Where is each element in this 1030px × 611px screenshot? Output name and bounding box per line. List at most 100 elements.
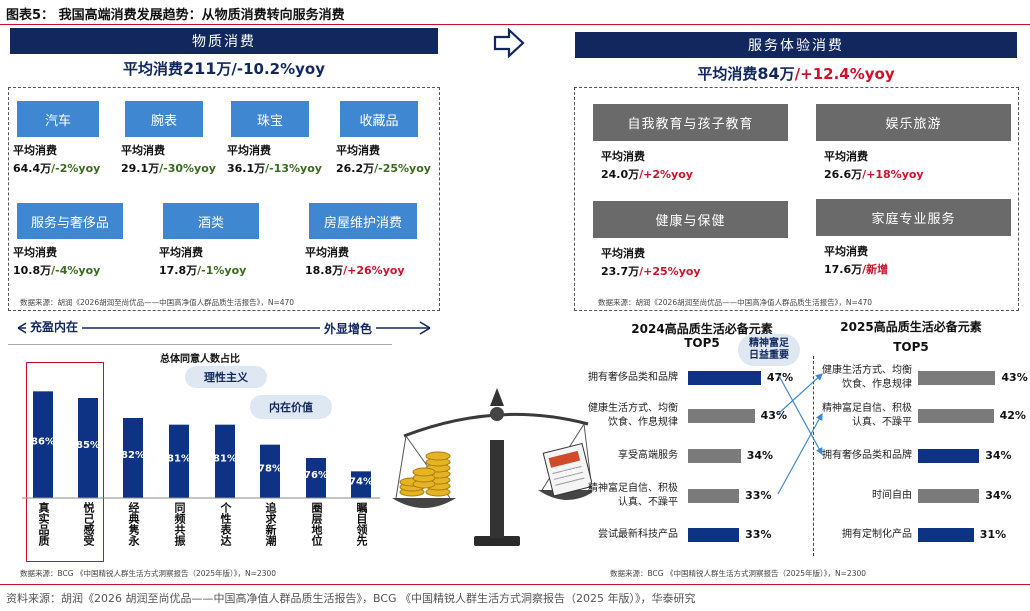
vbar (215, 424, 235, 498)
category-change: /-30%yoy (159, 162, 216, 175)
category-value-row: 26.2万/-25%yoy (336, 157, 431, 176)
vbar-source: 数据来源：BCG 《中国精锐人群生活方式洞察报告（2025年版）》，N=2300 (20, 569, 277, 578)
rational-bubble: 理性主义 (185, 366, 267, 388)
vbar-value-label: 85% (76, 440, 100, 451)
balance-scale-illustration (392, 388, 592, 546)
vbar-value-label: 78% (258, 463, 282, 474)
category-box: 酒类 (163, 203, 259, 239)
hbar-category-label: 尝试最新科技产品 (598, 529, 678, 540)
hbar-source: 数据来源：BCG 《中国精锐人群生活方式洞察报告（2025年版）》，N=2300 (610, 569, 867, 578)
vbar (169, 424, 189, 498)
vbar-category-label: 经典隽永 (127, 502, 140, 546)
page-title: 图表5： 我国高端消费发展趋势：从物质消费转向服务消费 (6, 8, 345, 23)
vbar-title: 总体同意人数占比 (160, 354, 240, 365)
hbar (918, 489, 980, 503)
service-avg: 平均消费84万/+12.4%yoy (697, 64, 895, 83)
category-value: 29.1万 (121, 162, 160, 175)
service-value-row: 23.7万/+25%yoy (601, 260, 701, 279)
vbar (123, 418, 143, 498)
category-change: /+26%yoy (343, 264, 405, 277)
category-change: /-1%yoy (197, 264, 247, 277)
category-avg-label: 平均消费 (13, 144, 57, 157)
hbar-value-label: 34% (746, 449, 774, 462)
highlight-frame (26, 362, 104, 562)
hbar-value-label: 34% (985, 449, 1012, 462)
material-categories-box (8, 87, 440, 311)
vbar (351, 471, 371, 498)
hbar (688, 371, 761, 385)
material-avg: 平均消费211万/-10.2%yoy (122, 59, 326, 78)
chart-divider (813, 356, 814, 556)
hbar2025-title: 2025高品质生活必备元素 (840, 320, 982, 334)
vbar-value-label: 74% (349, 477, 373, 488)
hbar-category-label: 拥有奢侈品类和品牌 (588, 372, 678, 383)
category-avg-label: 平均消费 (159, 246, 203, 259)
category-change: /-4%yoy (51, 264, 101, 277)
material-source: 数据来源：胡润《2026胡润至尚优品——中国高净值人群品质生活报告》，N=470 (20, 298, 295, 307)
service-value: 26.6万 (824, 168, 863, 181)
service-avg-label: 平均消费 (824, 150, 868, 163)
hbar (918, 449, 980, 463)
hbar (918, 528, 974, 542)
footer-rule (0, 584, 1030, 585)
category-avg-label: 平均消费 (13, 246, 57, 259)
vbar-category-label: 个性表达 (219, 502, 232, 546)
vbar-chart: 86%85%82%81%81%78%76%74% (22, 391, 380, 499)
category-value: 26.2万 (336, 162, 375, 175)
vbar-category-label: 追求新潮 (264, 502, 277, 546)
service-change: /新增 (862, 263, 889, 276)
category-value-row: 29.1万/-30%yoy (121, 157, 216, 176)
hbar-category-label: 时间自由 (872, 490, 912, 501)
title-rule (0, 24, 1030, 25)
vbar-category-label: 瞩目领先 (355, 502, 368, 546)
vbar (260, 444, 280, 498)
hbar-category-label: 拥有定制化产品 (842, 529, 912, 540)
hbar (918, 409, 994, 423)
service-category-box: 娱乐旅游 (816, 104, 1011, 141)
vbar (78, 398, 98, 498)
category-avg-label: 平均消费 (121, 144, 165, 157)
inner-value-bubble: 内在价值 (250, 395, 332, 419)
service-avg-label: 平均消费 (824, 245, 868, 258)
service-change: /+2%yoy (639, 168, 693, 181)
service-value-row: 26.6万/+18%yoy (824, 163, 924, 182)
hbar-category-label: 精神富足自信、积极认真、不躁平 (588, 483, 678, 508)
service-source: 数据来源：胡润《2026胡润至尚优品——中国高净值人群品质生活报告》，N=470 (598, 298, 873, 307)
vbar-category-label: 真实品质 (37, 502, 50, 546)
hbar-value-label: 42% (999, 409, 1026, 422)
service-change: /+18%yoy (862, 168, 924, 181)
category-change: /-13%yoy (265, 162, 322, 175)
service-value-row: 17.6万/新增 (824, 258, 888, 277)
service-value: 17.6万 (824, 263, 863, 276)
category-value: 36.1万 (227, 162, 266, 175)
service-categories-box (574, 87, 1019, 311)
category-value: 10.8万 (13, 264, 52, 277)
service-header: 服务体验消费 (575, 32, 1017, 58)
hbar (688, 528, 740, 542)
hbar-category-label: 健康生活方式、均衡饮食、作息规律 (822, 365, 912, 390)
service-value-row: 24.0万/+2%yoy (601, 163, 693, 182)
category-value-row: 17.8万/-1%yoy (159, 259, 246, 278)
category-value: 18.8万 (305, 264, 344, 277)
hbar-category-label: 拥有奢侈品类和品牌 (822, 450, 912, 461)
category-change: /-2%yoy (51, 162, 101, 175)
category-box: 腕表 (125, 101, 203, 137)
service-category-box: 自我教育与孩子教育 (593, 104, 788, 141)
hbar2024-title: 2024高品质生活必备元素 (631, 322, 773, 336)
hbar-value-label: 33% (745, 489, 772, 502)
hbar2024-subtitle: TOP5 (684, 336, 720, 350)
material-header: 物质消费 (10, 28, 438, 54)
service-avg-label: 平均消费 (601, 150, 645, 163)
category-avg-label: 平均消费 (227, 144, 271, 157)
service-avg-label: 平均消费 (601, 247, 645, 260)
category-box: 收藏品 (340, 101, 418, 137)
chart-top-rule (8, 344, 392, 345)
right-arrow-icon (493, 28, 525, 58)
hbar2025-subtitle: TOP5 (893, 340, 929, 354)
connector-arrows (777, 373, 823, 495)
vbar-value-label: 76% (304, 470, 328, 481)
service-category-box: 家庭专业服务 (816, 199, 1011, 236)
category-value-row: 10.8万/-4%yoy (13, 259, 100, 278)
category-change: /-25%yoy (374, 162, 431, 175)
category-value-row: 18.8万/+26%yoy (305, 259, 405, 278)
